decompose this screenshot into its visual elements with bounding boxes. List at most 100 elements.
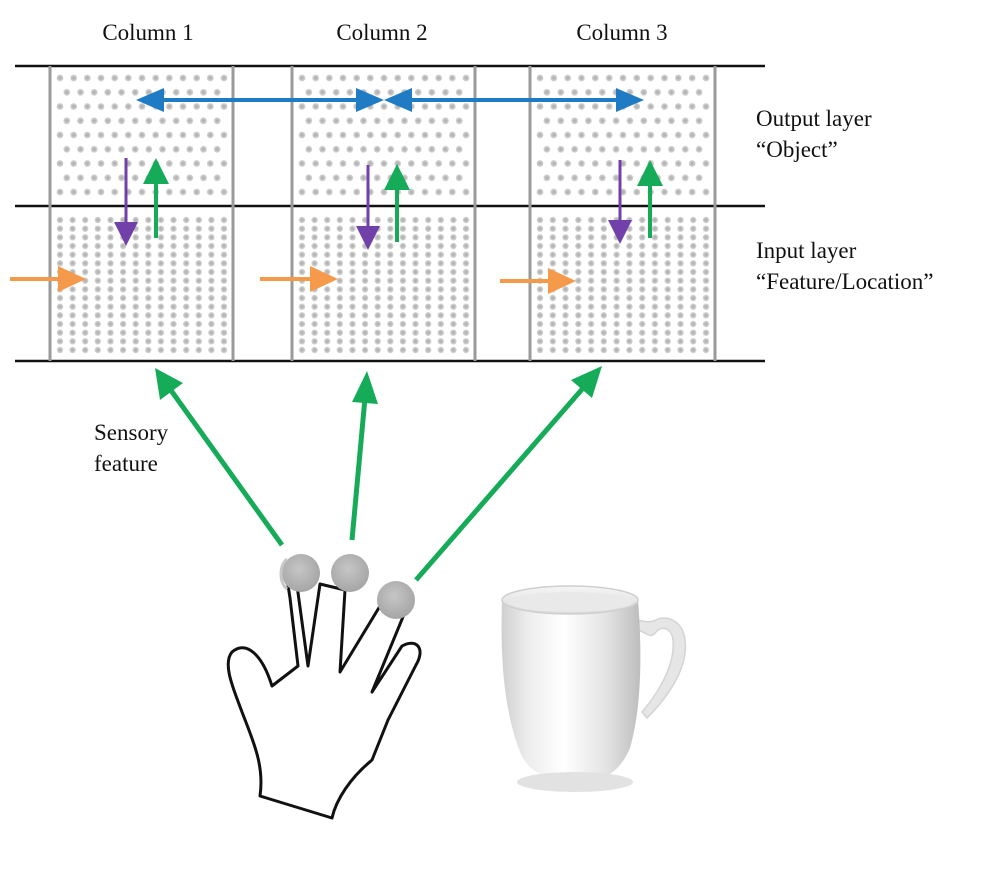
input-cell-dot xyxy=(195,242,202,250)
input-cell-dot xyxy=(220,312,228,319)
output-cell-dot xyxy=(407,188,415,196)
output-cell-dot xyxy=(619,131,627,139)
output-cell-dot xyxy=(206,188,214,196)
input-cell-dot xyxy=(311,294,318,302)
input-cell-dot xyxy=(170,260,177,267)
output-cell-dot xyxy=(661,188,668,196)
input-cell-dot xyxy=(311,303,318,310)
input-cell-dot xyxy=(690,303,697,310)
input-cell-dot xyxy=(145,260,152,267)
output-cell-dot xyxy=(165,188,173,196)
input-cell-dot xyxy=(336,242,343,250)
output-cell-dot xyxy=(138,160,146,167)
output-cell-dot xyxy=(179,160,187,167)
input-cell-dot xyxy=(626,338,633,345)
input-cell-dot xyxy=(549,242,556,250)
input-cell-dot xyxy=(324,320,331,328)
input-cell-dot xyxy=(651,260,659,267)
input-cell-dot xyxy=(664,320,671,328)
input-cell-dot xyxy=(587,312,595,319)
input-cell-dot xyxy=(94,260,102,267)
input-cell-dot xyxy=(208,260,215,267)
input-cell-dot xyxy=(220,329,228,336)
input-cell-dot xyxy=(677,234,684,241)
input-cell-dot xyxy=(412,286,419,293)
input-cell-dot xyxy=(387,251,394,258)
output-cell-dot xyxy=(394,74,402,82)
output-cell-dot xyxy=(550,131,558,139)
input-cell-dot xyxy=(220,338,228,345)
input-cell-dot xyxy=(690,294,697,302)
input-cell-dot xyxy=(399,294,407,302)
output-cell-dot xyxy=(152,74,160,82)
input-cell-dot xyxy=(157,277,165,284)
output-cell-dot xyxy=(421,160,429,167)
lateral-arrowhead-right xyxy=(616,88,644,112)
output-cell-dot xyxy=(305,88,313,96)
input-cell-dot xyxy=(562,260,569,267)
input-cell-dot xyxy=(195,294,202,302)
input-cell-dot xyxy=(437,320,444,328)
input-cell-dot xyxy=(361,320,369,328)
output-cell-dot xyxy=(448,74,456,82)
input-cell-dot xyxy=(107,338,114,345)
input-cell-dot xyxy=(600,320,607,328)
input-cell-dot xyxy=(374,346,381,354)
output-cell-dot xyxy=(373,88,381,96)
input-cell-dot xyxy=(639,260,646,267)
output-cell-dot xyxy=(179,188,187,196)
output-cell-dot xyxy=(373,145,381,153)
input-cell-dot xyxy=(575,260,582,267)
output-cell-dot xyxy=(200,117,207,125)
input-cell-dot xyxy=(690,225,697,232)
input-cell-dot xyxy=(132,234,139,241)
hand-icon xyxy=(226,554,422,820)
input-cell-dot xyxy=(170,338,177,345)
input-cell-dot xyxy=(298,216,306,224)
input-cell-dot xyxy=(336,268,343,276)
output-cell-dot xyxy=(654,117,661,125)
output-cell-dot xyxy=(428,88,436,96)
output-cell-dot xyxy=(165,131,173,139)
output-cell-dot xyxy=(702,131,710,139)
sensory-feature-sublabel: feature xyxy=(94,451,158,476)
output-cell-dot xyxy=(387,117,395,125)
input-cell-dot xyxy=(462,320,470,328)
input-cell-dot xyxy=(220,294,228,302)
input-cell-dot xyxy=(575,286,582,293)
output-cell-dot xyxy=(305,117,313,125)
input-cell-dot xyxy=(575,346,582,354)
input-cell-dot xyxy=(298,260,306,267)
input-cell-dot xyxy=(349,216,356,224)
input-cell-dot xyxy=(651,277,659,284)
input-cell-dot xyxy=(651,216,659,224)
input-cell-dot xyxy=(69,338,76,345)
input-cell-dot xyxy=(387,234,394,241)
input-cell-dot xyxy=(69,346,76,354)
output-cell-dot xyxy=(571,174,578,182)
input-cell-dot xyxy=(450,242,457,250)
input-cell-dot xyxy=(387,320,394,328)
output-cell-dot xyxy=(83,74,91,82)
input-cell-dot xyxy=(677,286,684,293)
mug-icon xyxy=(501,585,687,792)
input-cell-dot xyxy=(677,346,684,354)
input-cell-dot xyxy=(69,234,76,241)
input-cell-dot xyxy=(220,277,228,284)
output-cell-dot xyxy=(179,74,187,82)
output-cell-dot xyxy=(353,131,361,139)
input-cell-dot xyxy=(349,260,356,267)
output-cell-dot xyxy=(172,117,180,125)
column-1-feedback-arrow xyxy=(114,158,138,246)
output-cell-dot xyxy=(702,188,710,196)
input-cell-dot xyxy=(626,312,633,319)
input-cell-dot xyxy=(677,225,684,232)
input-cell-dot xyxy=(374,242,381,250)
input-cell-dot xyxy=(107,303,114,310)
input-cell-dot xyxy=(183,286,190,293)
output-cell-dot xyxy=(578,74,585,82)
output-cell-dot xyxy=(578,131,585,139)
input-cell-dot xyxy=(311,225,318,232)
output-cell-dot xyxy=(633,103,641,110)
output-layer-label: Output layer xyxy=(756,106,872,131)
